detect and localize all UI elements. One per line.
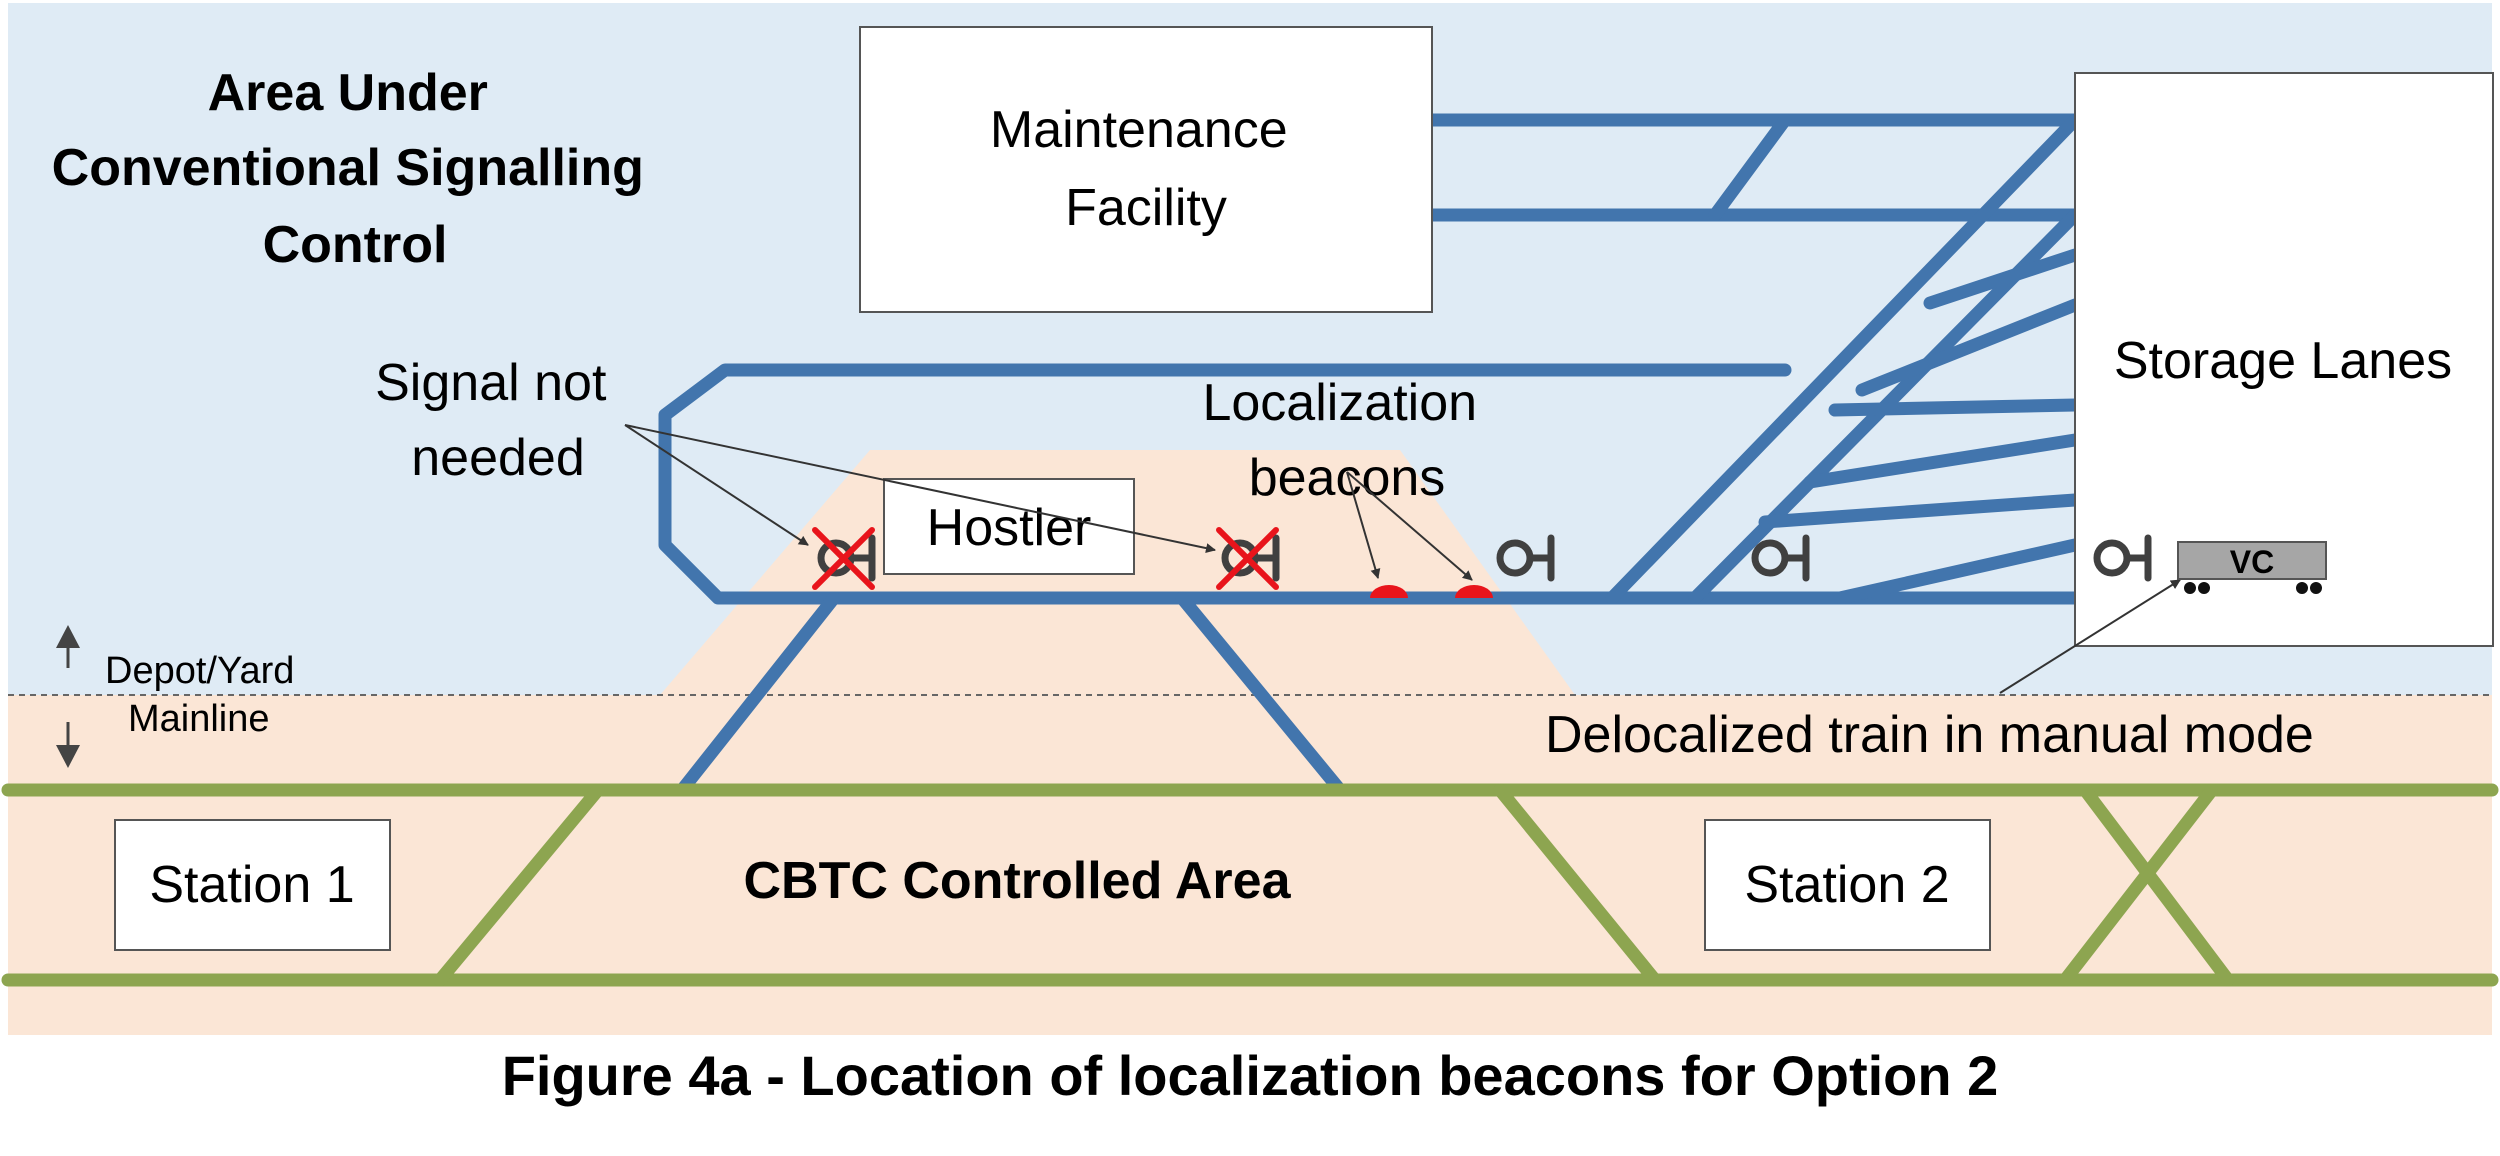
localization-beacons-label: Localization beacons [1202,374,1491,507]
train-body [2177,541,2327,580]
figure-caption: Figure 4a - Location of localization bea… [501,1044,1999,1107]
station-1-box [114,819,391,951]
lead-track-a [1605,113,2082,605]
station-2-label: Station 2 [1744,856,1949,914]
signal-icon [1751,534,1810,582]
loop-track [658,363,2082,605]
delocalized-train: VC [2177,541,2327,594]
hostler-label: Hostler [927,499,1092,557]
maintenance-facility-label: Maintenance Facility [990,101,1302,237]
station-1-label: Station 1 [149,856,354,914]
connector-track-2 [1175,591,1347,797]
station-2-box [1704,819,1991,951]
depot-tracks [658,113,2082,797]
signal-icon [817,534,876,582]
conventional-area-label: Area Under Conventional Signalling Contr… [52,64,659,274]
wheel-icon [2296,582,2308,594]
wheel-icon [2198,582,2210,594]
train-label: VC [2230,544,2274,580]
wheel-icon [2310,582,2322,594]
signal-icon [1221,534,1280,582]
cbtc-area-label: CBTC Controlled Area [744,852,1292,910]
beacon-icon [1370,585,1408,598]
red-x-icon [812,527,875,590]
beacon-icon [1455,585,1493,598]
storage-lanes-label: Storage Lanes [2114,332,2452,390]
arrow-up-icon [56,625,80,648]
signal-icon [2093,534,2152,582]
signal-not-needed-label: Signal not needed [375,354,621,487]
depot-yard-label: Depot/Yard [105,650,294,692]
boundary-arrows [56,625,80,768]
red-x-icon [1216,527,1279,590]
wheel-icon [2184,582,2196,594]
arrow-down-icon [56,745,80,768]
leader-arrows [624,424,2181,694]
signal-icon [1496,534,1555,582]
hostler-box [883,478,1135,575]
mainline-tracks [1,783,2499,987]
delocalized-train-label: Delocalized train in manual mode [1545,706,2314,764]
connector-track-1 [675,591,841,797]
maintenance-facility-box [859,26,1433,313]
mainline-label: Mainline [128,698,270,740]
